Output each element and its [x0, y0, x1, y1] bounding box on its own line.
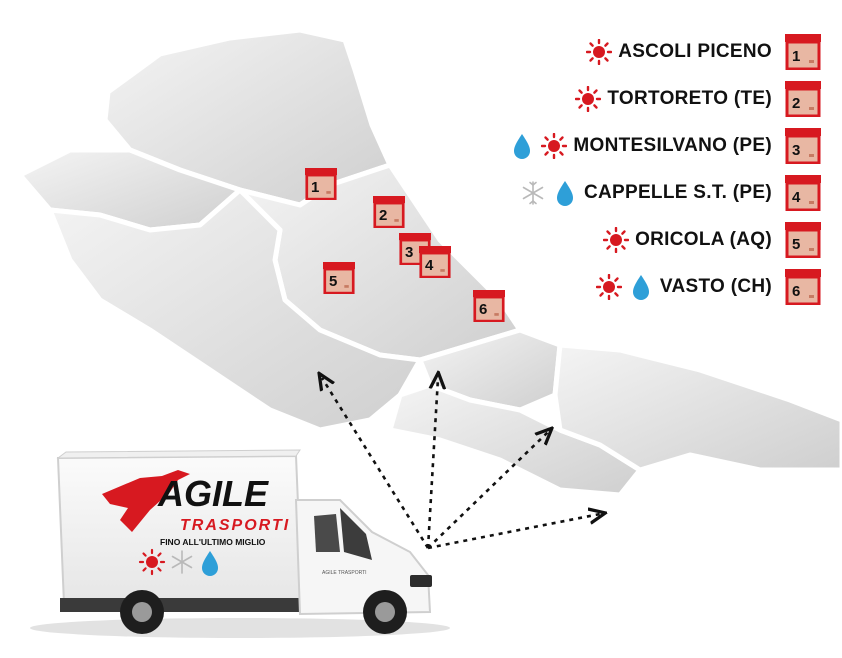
arrow-north	[426, 378, 438, 549]
truck-windshield	[340, 508, 372, 560]
legend-row-vasto[interactable]: VASTO (CH) 6	[595, 269, 822, 305]
legend-row-tortoreto[interactable]: TORTORETO (TE) 2	[575, 81, 822, 117]
svg-text:5: 5	[329, 273, 337, 290]
truck-wheel-rear	[120, 590, 164, 634]
drop-icon	[556, 181, 573, 206]
svg-text:2: 2	[379, 207, 387, 224]
legend-label: MONTESILVANO (PE)	[573, 135, 772, 156]
svg-text:6: 6	[792, 283, 800, 300]
svg-text:5: 5	[792, 236, 800, 253]
map-marker-5[interactable]: 5	[322, 262, 356, 294]
legend-label: VASTO (CH)	[659, 276, 772, 297]
warehouse-icon: 1	[784, 34, 822, 70]
map-marker-6[interactable]: 6	[472, 290, 506, 322]
drop-icon	[632, 275, 649, 300]
warehouse-icon: 2	[784, 81, 822, 117]
truck-brand: AGILE	[157, 473, 269, 514]
legend-label: ORICOLA (AQ)	[635, 229, 772, 250]
truck-snowflake-icon	[171, 550, 193, 574]
map-marker-2[interactable]: 2	[372, 196, 406, 228]
svg-text:4: 4	[792, 189, 801, 206]
legend-row-ascoli[interactable]: ASCOLI PICENO 1	[586, 34, 822, 70]
legend-row-montesilvano[interactable]: MONTESILVANO (PE) 3	[509, 128, 822, 164]
svg-text:3: 3	[405, 244, 413, 261]
map-markers: 1 2 3 4 5 6	[304, 168, 506, 322]
truck-side-window	[314, 514, 340, 552]
legend-label: CAPPELLE S.T. (PE)	[583, 182, 772, 203]
warehouse-icon: 3	[784, 128, 822, 164]
truck-sun-icon	[138, 548, 166, 576]
sun-icon	[586, 39, 613, 65]
legend-row-oricola[interactable]: ORICOLA (AQ) 5	[603, 222, 822, 258]
truck-door-text: AGILE TRASPORTI	[322, 570, 367, 576]
truck-slogan: FINO ALL'ULTIMO MIGLIO	[160, 537, 266, 547]
sun-icon	[575, 86, 602, 112]
delivery-truck: AGILE TRASPORTI FINO ALL'ULTIMO MIGLIO A…	[30, 449, 450, 638]
map-marker-3[interactable]: 3	[398, 233, 432, 265]
truck-drop-icon	[202, 551, 218, 576]
legend-label: TORTORETO (TE)	[607, 88, 772, 109]
drop-icon	[514, 134, 531, 159]
legend-label: ASCOLI PICENO	[618, 41, 772, 62]
legend-row-cappelle[interactable]: CAPPELLE S.T. (PE) 4	[520, 175, 822, 211]
svg-text:6: 6	[479, 301, 487, 318]
svg-text:1: 1	[311, 179, 319, 196]
snowflake-icon	[522, 181, 544, 205]
sun-icon	[595, 274, 622, 300]
truck-subbrand: TRASPORTI	[180, 517, 290, 534]
svg-text:1: 1	[792, 48, 800, 65]
sun-icon	[541, 133, 568, 159]
region-map	[17, 27, 842, 498]
arrow-east	[427, 514, 600, 550]
agile-logo-bird	[102, 470, 190, 532]
warehouse-icon: 5	[784, 222, 822, 258]
svg-text:4: 4	[425, 257, 434, 274]
map-marker-4[interactable]: 4	[418, 246, 452, 278]
warehouse-icon: 6	[784, 269, 822, 305]
svg-text:3: 3	[792, 142, 800, 159]
arrow-north-west	[322, 378, 430, 549]
region-puglia	[552, 342, 842, 473]
map-marker-1[interactable]: 1	[304, 168, 338, 200]
truck-wheel-front	[363, 590, 407, 634]
delivery-arrows	[322, 378, 600, 550]
warehouse-icon: 4	[784, 175, 822, 211]
svg-text:2: 2	[792, 95, 800, 112]
arrow-north-east	[427, 432, 548, 549]
sun-icon	[603, 227, 630, 253]
